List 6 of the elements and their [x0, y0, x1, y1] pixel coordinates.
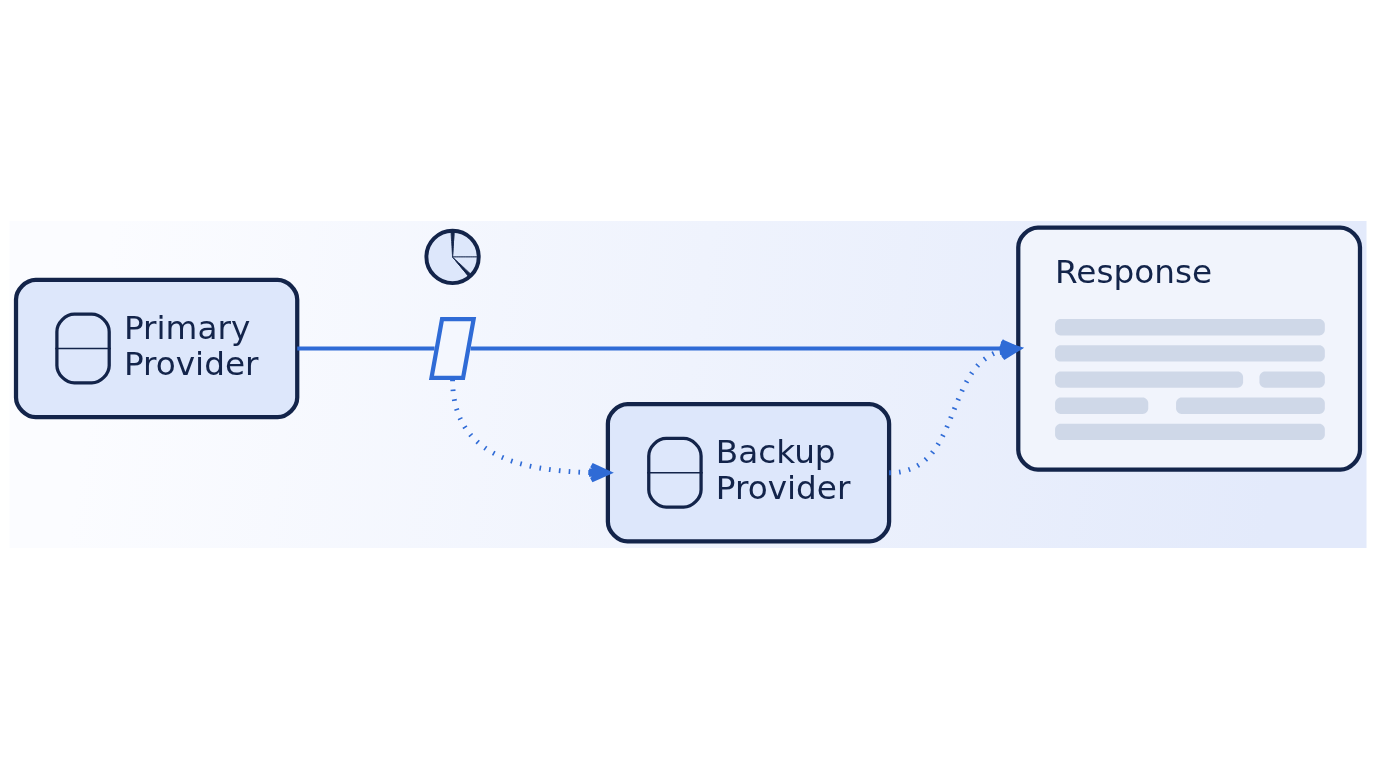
node-box: Primary Provider — [13, 277, 300, 419]
node-box: Backup Provider — [605, 401, 892, 544]
node-box: Response — [1016, 224, 1363, 472]
connector — [297, 346, 435, 350]
arrow — [450, 378, 611, 482]
node-picture — [428, 316, 477, 380]
